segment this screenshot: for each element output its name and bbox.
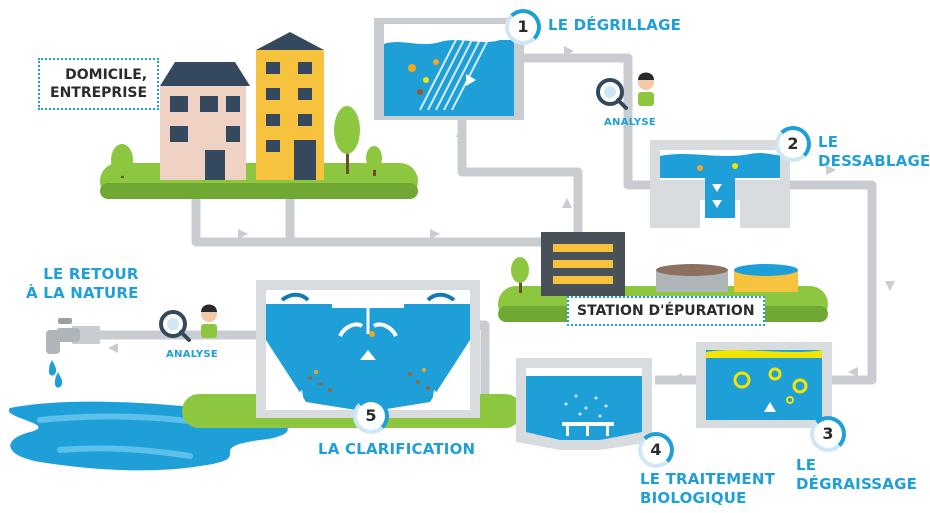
pipe-grit-to-grease [790,180,877,385]
station-label-text: STATION D'ÉPURATION [577,303,755,319]
step-2-number: 2 [775,126,811,162]
retour-line-2: À LA NATURE [26,284,139,302]
step-2-label: LE DESSABLAGE [818,133,930,170]
arrow-up-icon [480,352,490,362]
retour-nature-label: LE RETOUR À LA NATURE [26,265,139,303]
step-1-number: 1 [505,9,541,45]
step-4-number: 4 [638,432,674,468]
arrow-right-icon [238,229,248,239]
pipe-station-to-screening [457,118,583,232]
magnifier-icon [159,310,191,342]
arrow-up-icon [562,198,572,208]
domicile-line-2: ENTREPRISE [50,85,148,101]
step-5-number: 5 [353,398,389,434]
step-4-label: LE TRAITEMENT BIOLOGIQUE [640,470,775,508]
step-3-label: LE DÉGRAISSAGE [796,456,918,493]
water-tap-icon [46,318,100,388]
arrow-up-icon [456,127,466,137]
house-icon [160,62,250,180]
station-label: STATION D'ÉPURATION [567,296,765,326]
biological-tank [516,358,652,450]
arrow-down-icon [885,281,895,291]
pipe-house-to-station [191,195,555,247]
child-icon [638,72,654,106]
screening-tank [374,18,524,120]
grit-tank [650,140,790,228]
magnifier-icon [596,78,628,110]
analyse-label-left: ANALYSE [166,349,219,360]
clarifier-tank [256,280,480,418]
analyse-label-top: ANALYSE [604,117,657,128]
domicile-line-1: DOMICILE, [65,67,148,83]
arrow-right-icon [430,229,440,239]
pipe-screening-to-grit [518,53,652,190]
arrow-right-icon [826,165,836,175]
step-1-label: LE DÉGRILLAGE [548,16,682,34]
arrow-left-icon [108,343,118,353]
office-building-icon [256,32,324,180]
flow-arrows [108,46,895,383]
houses-island [100,32,418,199]
step-5-label: LA CLARIFICATION [318,440,476,458]
grease-tank [696,342,832,428]
arrow-left-icon [848,367,858,377]
step-3-number: 3 [810,416,846,452]
domicile-entreprise-label: DOMICILE, ENTREPRISE [38,58,160,110]
step-4-label-line-1: LE TRAITEMENT [640,470,776,488]
arrow-left-icon [672,373,682,383]
step-4-label-line-2: BIOLOGIQUE [640,489,747,507]
arrow-right-icon [564,46,574,56]
retour-line-1: LE RETOUR [43,265,139,283]
child-icon [201,304,217,338]
